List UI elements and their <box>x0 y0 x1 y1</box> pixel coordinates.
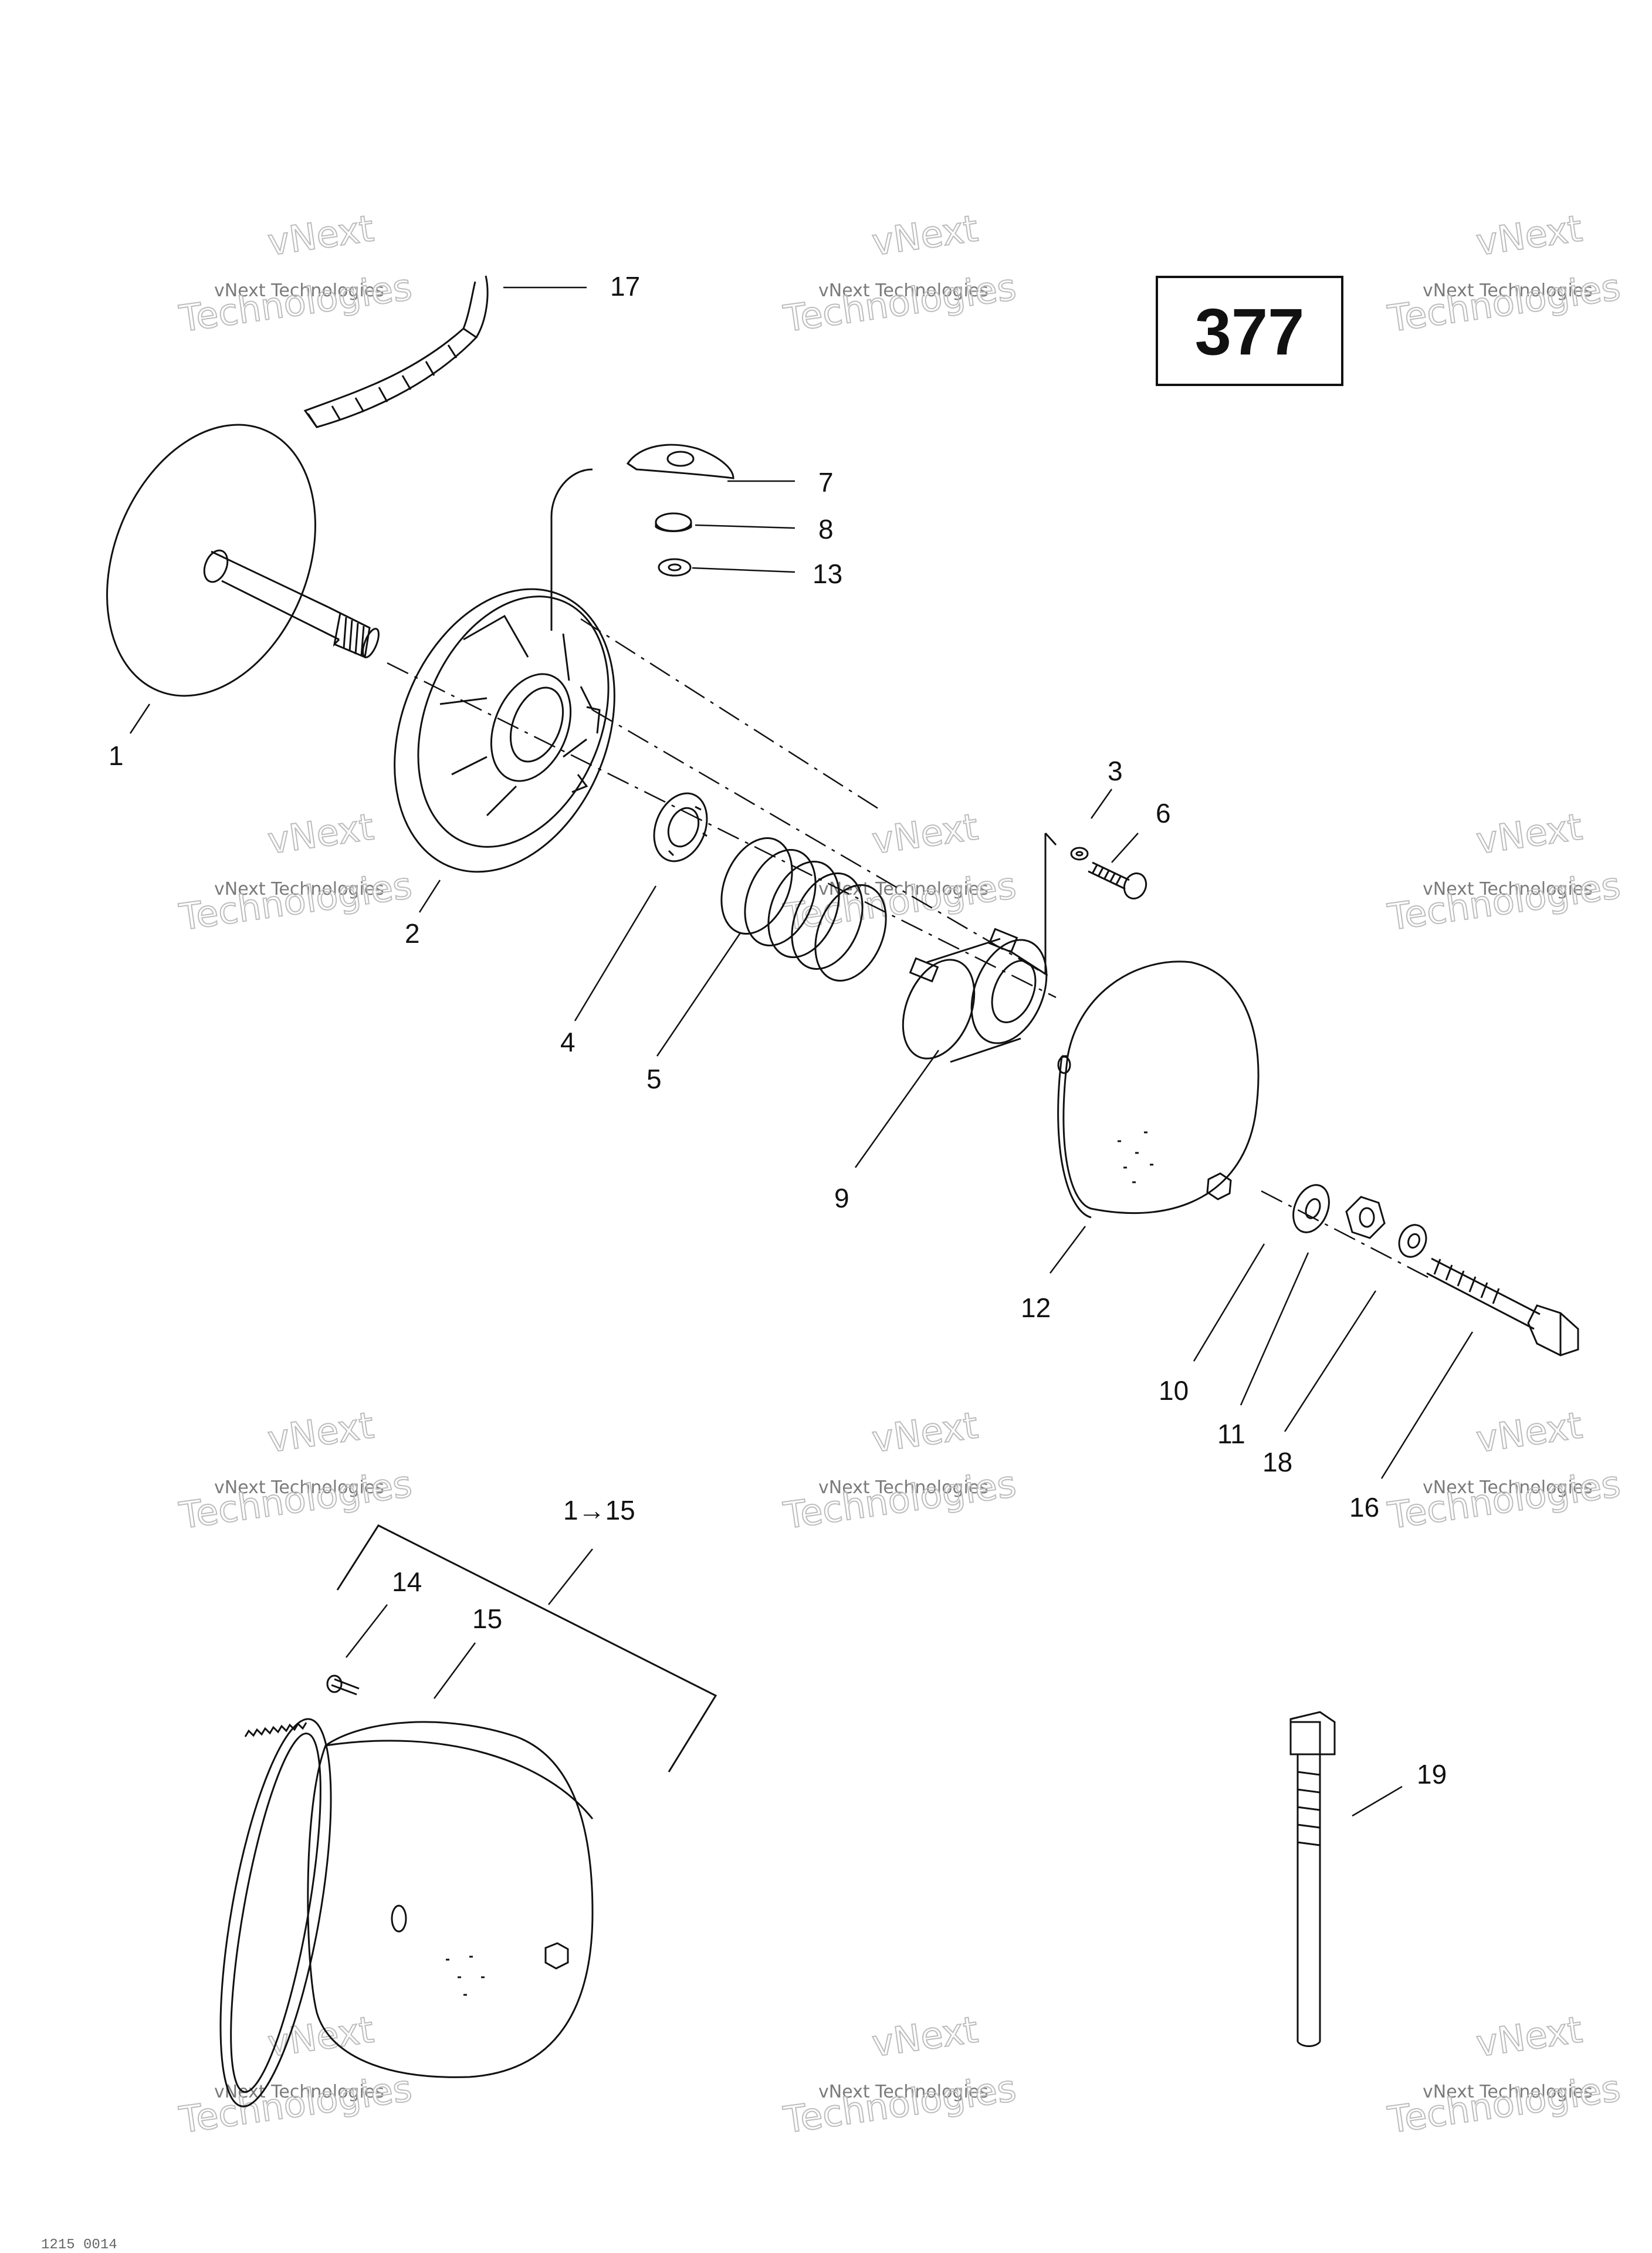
callout-5: 5 <box>646 1064 662 1094</box>
lock-washer-large-part <box>1398 1224 1427 1258</box>
callout-6: 6 <box>1156 798 1171 828</box>
movable-sheave-part <box>394 468 615 873</box>
watermark-big: Technologies <box>177 265 415 340</box>
callout-2: 2 <box>405 918 420 949</box>
callout-17: 17 <box>610 271 640 302</box>
callout-18: 18 <box>1262 1447 1292 1477</box>
watermark-small: vNext Technologies <box>214 280 384 301</box>
watermark-big: vNext <box>869 2008 981 2065</box>
long-bolt-part <box>1289 1711 1336 2047</box>
collar-part <box>902 928 1048 1063</box>
cap-part <box>626 444 734 479</box>
watermark-big: Technologies <box>781 265 1019 340</box>
callout-1: 1 <box>109 740 124 771</box>
callout-7: 7 <box>818 467 834 498</box>
watermark-small: vNext Technologies <box>1423 1477 1593 1498</box>
watermark-big: vNext <box>265 207 377 263</box>
assembled-clutch-part <box>219 1674 594 2107</box>
watermark-big: Technologies <box>1385 2066 1623 2142</box>
watermark-small: vNext Technologies <box>818 2082 989 2102</box>
callout-4: 4 <box>560 1027 576 1057</box>
watermark-big: Technologies <box>177 2066 415 2142</box>
watermark-big: Technologies <box>781 1462 1019 1537</box>
watermark-big: Technologies <box>177 864 415 939</box>
watermark-big: vNext <box>869 1403 981 1460</box>
callout-15: 15 <box>472 1604 502 1634</box>
assembly-centerline <box>387 618 1432 1280</box>
watermark-group: vNext vNext Technologies Technologies vN… <box>176 206 1624 2142</box>
callout-assembly-range: 1→15 <box>563 1495 635 1525</box>
callout-labels: 17 7 8 13 1 2 3 6 4 5 9 12 10 11 18 16 1… <box>109 271 1447 1789</box>
watermark-big: Technologies <box>1385 864 1623 939</box>
page-number: 377 <box>1195 295 1305 368</box>
washer-small-part <box>658 558 692 577</box>
watermark-big: Technologies <box>1385 1462 1623 1537</box>
watermark-big: vNext <box>869 805 981 862</box>
watermark-small: vNext Technologies <box>1423 280 1593 301</box>
button-part <box>655 512 692 532</box>
drawing-code: 1215 0014 <box>41 2237 117 2253</box>
hex-bolt-part <box>1426 1257 1579 1356</box>
assembly-bracket <box>336 1524 717 1772</box>
watermark-small: vNext Technologies <box>1423 879 1593 899</box>
hex-nut-part <box>1345 1196 1386 1239</box>
lock-washer-part <box>1070 847 1089 861</box>
callout-3: 3 <box>1108 756 1123 786</box>
callout-14: 14 <box>392 1567 422 1597</box>
flat-washer-part <box>1292 1184 1330 1233</box>
callout-19: 19 <box>1417 1759 1447 1789</box>
watermark-big: vNext <box>1474 805 1585 862</box>
page-number-box: 377 <box>1156 276 1343 386</box>
callout-12: 12 <box>1021 1293 1051 1323</box>
watermark-big: Technologies <box>781 864 1019 939</box>
watermark-big: vNext <box>869 207 981 263</box>
cap-screw-part <box>1008 832 1147 975</box>
watermark-small: vNext Technologies <box>1423 2082 1593 2102</box>
callout-16: 16 <box>1349 1492 1379 1523</box>
drive-belt-part <box>303 275 489 428</box>
callout-13: 13 <box>813 559 842 589</box>
watermark-small: vNext Technologies <box>214 1477 384 1498</box>
spring-part <box>720 837 887 982</box>
watermark-small: vNext Technologies <box>818 280 989 301</box>
fixed-sheave-part <box>106 424 380 697</box>
cover-part <box>1057 960 1260 1219</box>
watermark-small: vNext Technologies <box>818 1477 989 1498</box>
leader-lines <box>129 286 1474 1817</box>
watermark-small: vNext Technologies <box>214 879 384 899</box>
callout-10: 10 <box>1159 1375 1189 1406</box>
page-number-frame <box>1156 276 1343 386</box>
watermark-big: vNext <box>1474 207 1585 263</box>
callout-8: 8 <box>818 514 834 544</box>
watermark-big: Technologies <box>781 2066 1019 2142</box>
watermark-big: vNext <box>265 1403 377 1460</box>
watermark-big: vNext <box>1474 2008 1585 2065</box>
watermark-big: vNext <box>265 805 377 862</box>
retaining-plate-part <box>653 792 708 862</box>
watermark-big: vNext <box>1474 1403 1585 1460</box>
watermark-big: Technologies <box>1385 265 1623 340</box>
callout-11: 11 <box>1217 1419 1245 1449</box>
callout-9: 9 <box>834 1183 849 1213</box>
